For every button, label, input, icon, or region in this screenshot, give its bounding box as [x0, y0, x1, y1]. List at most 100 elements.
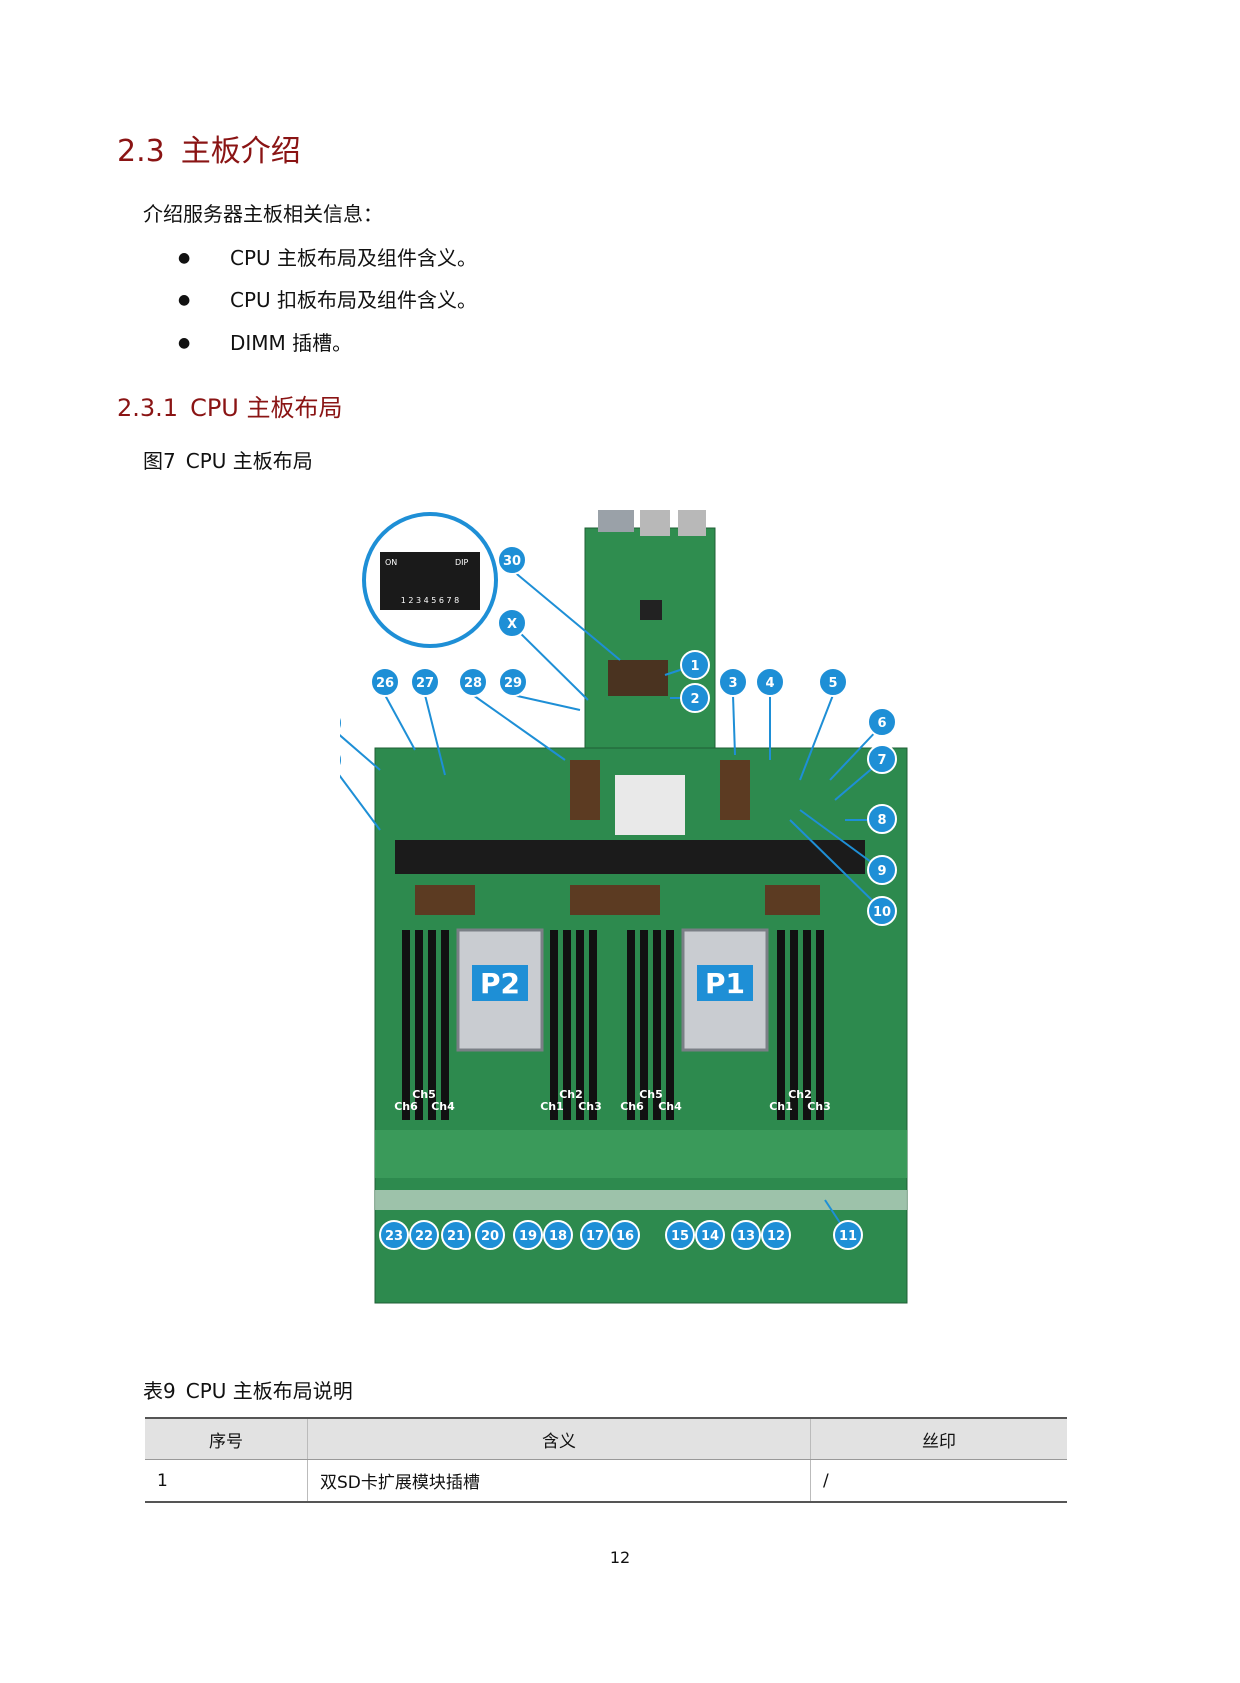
channel-label: Ch2 — [559, 1088, 583, 1101]
callout-6: 6 — [867, 707, 897, 737]
bullet-item: ●CPU 主板布局及组件含义。 — [178, 246, 478, 270]
subsection-number: 2.3.1 — [117, 394, 179, 422]
section-number: 2.3 — [117, 134, 165, 169]
callout-30: 30 — [497, 545, 527, 575]
bullet-dot-icon: ● — [178, 250, 191, 266]
dimm-slots-left-p2 — [402, 930, 449, 1120]
callout-19: 19 — [513, 1220, 543, 1250]
svg-text:1: 1 — [690, 659, 699, 674]
channel-label: Ch6 — [394, 1100, 418, 1113]
callout-18: 18 — [543, 1220, 573, 1250]
channel-label: Ch4 — [431, 1100, 455, 1113]
channel-label: Ch6 — [620, 1100, 644, 1113]
callout-3: 3 — [718, 667, 748, 697]
callout-2: 2 — [680, 683, 710, 713]
callout-8: 8 — [867, 804, 897, 834]
dip-numbers-text: 1 2 3 4 5 6 7 8 — [401, 596, 460, 605]
bmc-chip — [640, 600, 662, 620]
svg-text:28: 28 — [464, 676, 482, 691]
channel-label: Ch3 — [578, 1100, 602, 1113]
svg-text:20: 20 — [481, 1229, 499, 1244]
layout-description-table: 序号 含义 丝印 1 双SD卡扩展模块插槽 / — [145, 1417, 1067, 1503]
rj45-port — [640, 510, 670, 536]
callout-23: 23 — [379, 1220, 409, 1250]
callout-15: 15 — [665, 1220, 695, 1250]
vrm-block — [570, 760, 600, 820]
table-header-row: 序号 含义 丝印 — [145, 1417, 1067, 1460]
column-header: 含义 — [307, 1417, 811, 1460]
svg-text:19: 19 — [519, 1229, 537, 1244]
connector-row — [375, 1190, 907, 1210]
callout-12: 12 — [761, 1220, 791, 1250]
dimm-slots-right-p2 — [550, 930, 597, 1120]
svg-text:26: 26 — [376, 676, 394, 691]
svg-text:27: 27 — [416, 676, 434, 691]
vrm-block — [570, 885, 660, 915]
svg-text:5: 5 — [828, 676, 837, 691]
callout-11: 11 — [833, 1220, 863, 1250]
channel-label: Ch5 — [639, 1088, 663, 1101]
usb-port — [678, 510, 706, 536]
callout-24: 24 — [340, 751, 343, 769]
air-duct — [395, 840, 865, 874]
svg-text:18: 18 — [549, 1229, 567, 1244]
svg-text:6: 6 — [877, 716, 886, 731]
svg-text:9: 9 — [877, 864, 886, 879]
channel-label: Ch3 — [807, 1100, 831, 1113]
channel-label: Ch1 — [769, 1100, 793, 1113]
callout-27: 27 — [410, 667, 440, 697]
channel-label: Ch4 — [658, 1100, 682, 1113]
vrm-block — [720, 760, 750, 820]
cpu-label-p2: P2 — [480, 967, 520, 1000]
bullet-item: ●DIMM 插槽。 — [178, 331, 353, 355]
column-header: 丝印 — [810, 1417, 1067, 1460]
cpu-label-box-p1 — [697, 965, 753, 1001]
riser-strip — [375, 1130, 907, 1178]
vrm-block — [608, 660, 668, 696]
section-title: 主板介绍 — [180, 134, 301, 169]
subsection-heading: 2.3.1 CPU 主板布局 — [117, 388, 343, 423]
callout-x: X — [497, 608, 527, 638]
svg-text:17: 17 — [586, 1229, 604, 1244]
intro-text: 介绍服务器主板相关信息： — [143, 202, 383, 226]
svg-text:2: 2 — [690, 692, 699, 707]
subsection-title: CPU 主板布局 — [190, 394, 343, 422]
svg-text:X: X — [507, 617, 517, 632]
callout-4: 4 — [755, 667, 785, 697]
channel-label: Ch1 — [540, 1100, 564, 1113]
page-number: 12 — [609, 1548, 631, 1567]
dip-on-text: ON — [385, 558, 397, 567]
cpu-label-box-p2 — [472, 965, 528, 1001]
svg-text:16: 16 — [616, 1229, 634, 1244]
svg-text:21: 21 — [447, 1229, 465, 1244]
svg-text:11: 11 — [839, 1229, 857, 1244]
callout-28: 28 — [458, 667, 488, 697]
callout-25: 25 — [340, 714, 343, 732]
callout-16: 16 — [610, 1220, 640, 1250]
bullet-dot-icon: ● — [178, 335, 191, 351]
callout-7: 7 — [867, 744, 897, 774]
motherboard-figure: P2 P1 Ch6 Ch5 Ch4 Ch1 Ch2 Ch3 Ch6 Ch5 Ch… — [340, 510, 908, 1304]
callout-17: 17 — [580, 1220, 610, 1250]
column-header: 序号 — [145, 1417, 308, 1460]
table-cell: 双SD卡扩展模块插槽 — [307, 1459, 811, 1503]
callout-9: 9 — [867, 855, 897, 885]
section-heading: 2.3 主板介绍 — [117, 126, 301, 170]
svg-text:13: 13 — [737, 1229, 755, 1244]
svg-text:12: 12 — [767, 1229, 785, 1244]
channel-label: Ch2 — [788, 1088, 812, 1101]
channel-label: Ch5 — [412, 1088, 436, 1101]
table-cell: 1 — [145, 1459, 308, 1503]
callout-1: 1 — [680, 650, 710, 680]
callout-13: 13 — [731, 1220, 761, 1250]
dimm-slots-left-p1 — [627, 930, 674, 1120]
table-row: 1 双SD卡扩展模块插槽 / — [145, 1459, 1067, 1503]
bullet-dot-icon: ● — [178, 292, 191, 308]
callout-10: 10 — [867, 896, 897, 926]
heatsink-fins — [615, 775, 685, 835]
svg-text:3: 3 — [728, 676, 737, 691]
bullet-item: ●CPU 扣板布局及组件含义。 — [178, 288, 478, 312]
callout-14: 14 — [695, 1220, 725, 1250]
